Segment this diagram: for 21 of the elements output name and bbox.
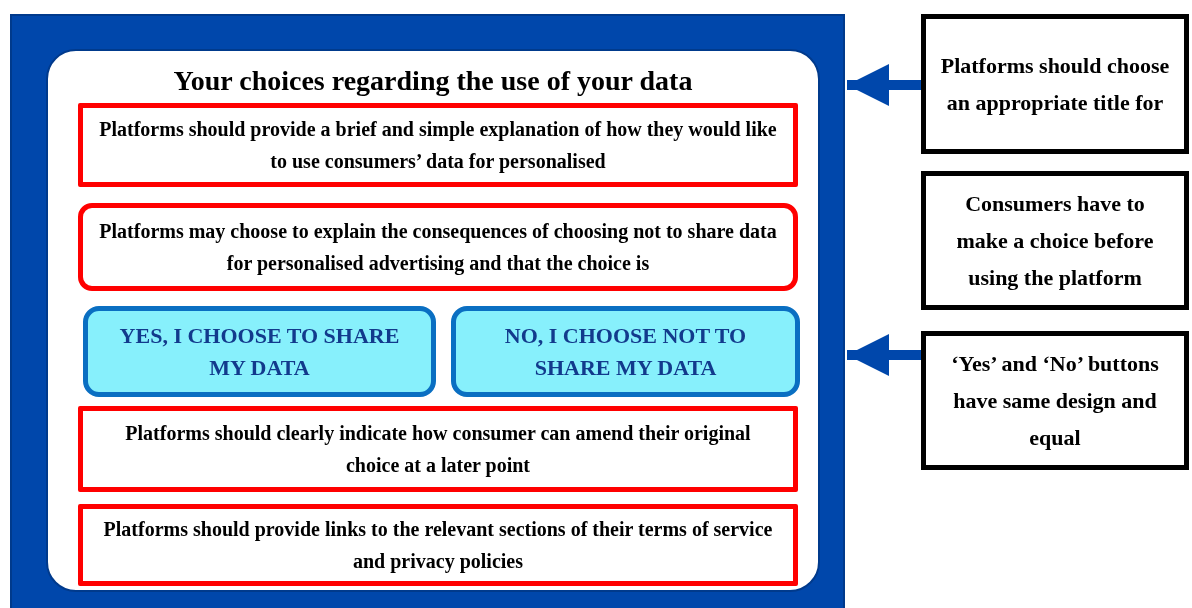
consent-card	[46, 49, 820, 592]
note-text: ‘Yes’ and ‘No’ buttons have same design and equal	[950, 350, 1160, 452]
choice-button: YES, I CHOOSE TO SHARE MY DATA	[83, 306, 436, 397]
arrow	[847, 334, 921, 376]
note-text: Platforms may choose to explain the consequences of choosing not to share data for personalised advertising and that the choice is	[99, 219, 777, 277]
annotation-box	[921, 171, 1189, 310]
guidance-box	[78, 406, 798, 492]
note-text: Platforms should provide links to the relevant sections of their terms of service and privacy policies	[102, 517, 774, 575]
arrow	[847, 64, 921, 106]
guidance-box	[78, 504, 798, 586]
note-text: Platforms should clearly indicate how consumer can amend their original choice at a later point	[124, 421, 752, 479]
card-title: Your choices regarding the use of your data	[173, 65, 693, 97]
note-text: Platforms should provide a brief and simple explanation of how they would like to use consumers’ data for personalised	[99, 117, 777, 175]
choice-button: NO, I CHOOSE NOT TO SHARE MY DATA	[451, 306, 800, 397]
guidance-box	[78, 103, 798, 187]
guidance-box	[78, 203, 798, 291]
note-text: Consumers have to make a choice before using the platform	[955, 190, 1155, 292]
annotation-box	[921, 331, 1189, 470]
annotation-box	[921, 14, 1189, 154]
screen-frame	[10, 14, 845, 608]
note-text: Platforms should choose an appropriate title for	[940, 52, 1170, 117]
